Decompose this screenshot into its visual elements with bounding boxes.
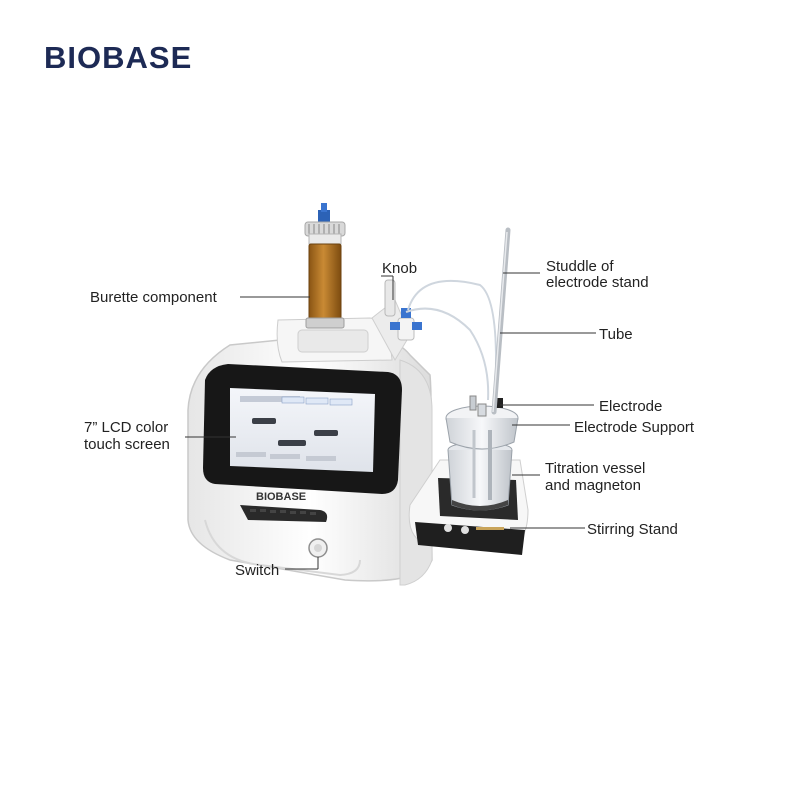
label-lcd-line2: touch screen: [84, 436, 170, 453]
device-brand-badge: BIOBASE: [256, 491, 306, 503]
vent-grille: [240, 505, 328, 522]
valve-knob: [384, 279, 422, 341]
electrode: [469, 395, 503, 500]
label-electrode-support: Electrode Support: [574, 419, 695, 436]
brand-logo: BIOBASE: [44, 40, 193, 75]
label-lcd-line1: 7” LCD color: [84, 419, 169, 436]
power-switch: [308, 538, 328, 558]
label-tube: Tube: [599, 326, 633, 343]
titration-vessel: [447, 441, 513, 511]
label-switch: Switch: [235, 562, 280, 579]
label-titration-line2: and magneton: [545, 477, 641, 494]
electrode-support: [445, 405, 519, 450]
label-studdle-line1: Studdle of: [546, 258, 614, 275]
label-stirring-stand: Stirring Stand: [587, 521, 678, 538]
tubing: [405, 279, 497, 401]
label-burette-component: Burette component: [90, 289, 217, 306]
lcd-touch-screen: [203, 364, 402, 494]
burette: [304, 203, 346, 329]
burette-holder: [276, 299, 411, 363]
label-knob: Knob: [382, 260, 418, 277]
callout-lines: [185, 272, 596, 570]
electrode-stand-rod: [491, 227, 511, 415]
label-studdle-line2: electrode stand: [546, 274, 649, 291]
label-electrode: Electrode: [599, 398, 663, 415]
label-titration-line1: Titration vessel: [545, 460, 646, 477]
